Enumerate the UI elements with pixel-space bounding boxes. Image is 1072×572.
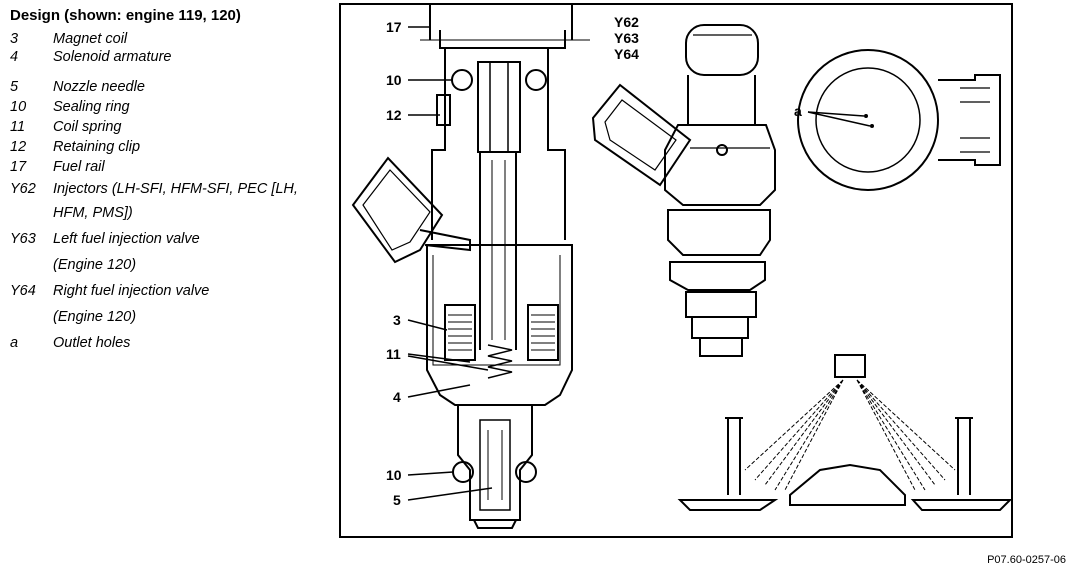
nozzle-top-view xyxy=(797,49,1001,191)
callout-10-lower: 10 xyxy=(386,467,402,483)
reference-code: P07.60-0257-06 xyxy=(987,554,1066,566)
callout-y62: Y62 xyxy=(614,14,639,30)
callout-a: a xyxy=(794,103,802,119)
callout-12: 12 xyxy=(386,107,402,123)
callout-4: 4 xyxy=(393,389,401,405)
callout-5: 5 xyxy=(393,492,401,508)
outlet-hole xyxy=(870,124,874,128)
callout-10: 10 xyxy=(386,72,402,88)
callout-y63: Y63 xyxy=(614,30,639,46)
callout-11: 11 xyxy=(386,346,401,362)
callout-3: 3 xyxy=(393,312,401,328)
outlet-hole xyxy=(864,114,868,118)
diagram-frame xyxy=(339,3,1013,538)
legend-title: Design (shown: engine 119, 120) xyxy=(10,7,241,24)
callout-17: 17 xyxy=(386,19,402,35)
leader-lines xyxy=(407,26,871,501)
injector-exterior xyxy=(591,24,776,357)
spray-pattern xyxy=(677,354,1013,511)
callout-y64: Y64 xyxy=(614,46,639,62)
